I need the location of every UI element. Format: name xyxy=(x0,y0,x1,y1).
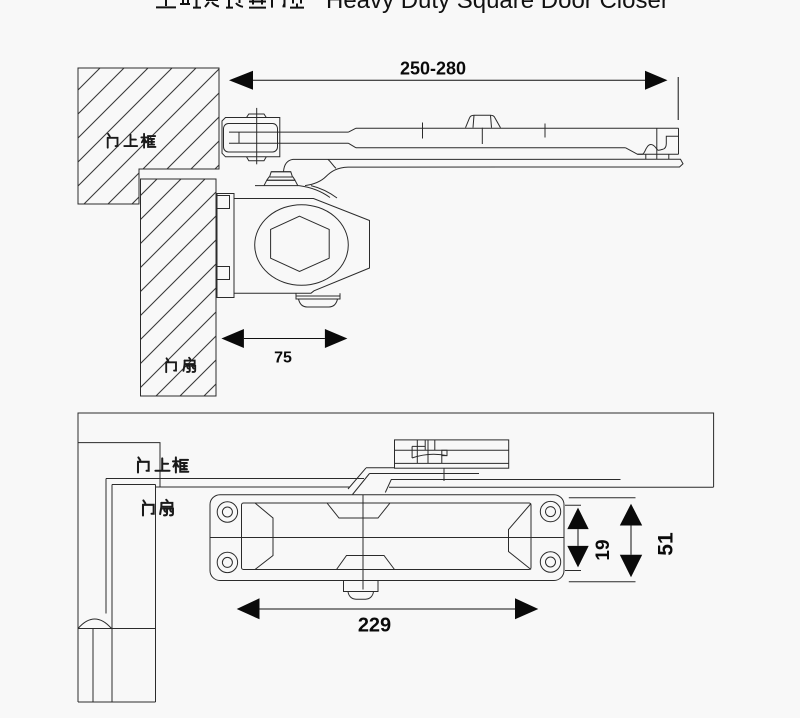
svg-text:51: 51 xyxy=(655,532,678,556)
svg-text:229: 229 xyxy=(358,615,391,637)
svg-text:19: 19 xyxy=(593,539,614,560)
svg-text:Heavy Duty Square Door Closer: Heavy Duty Square Door Closer xyxy=(326,0,669,14)
svg-text:250-280: 250-280 xyxy=(400,59,466,79)
svg-text:75: 75 xyxy=(274,349,292,366)
